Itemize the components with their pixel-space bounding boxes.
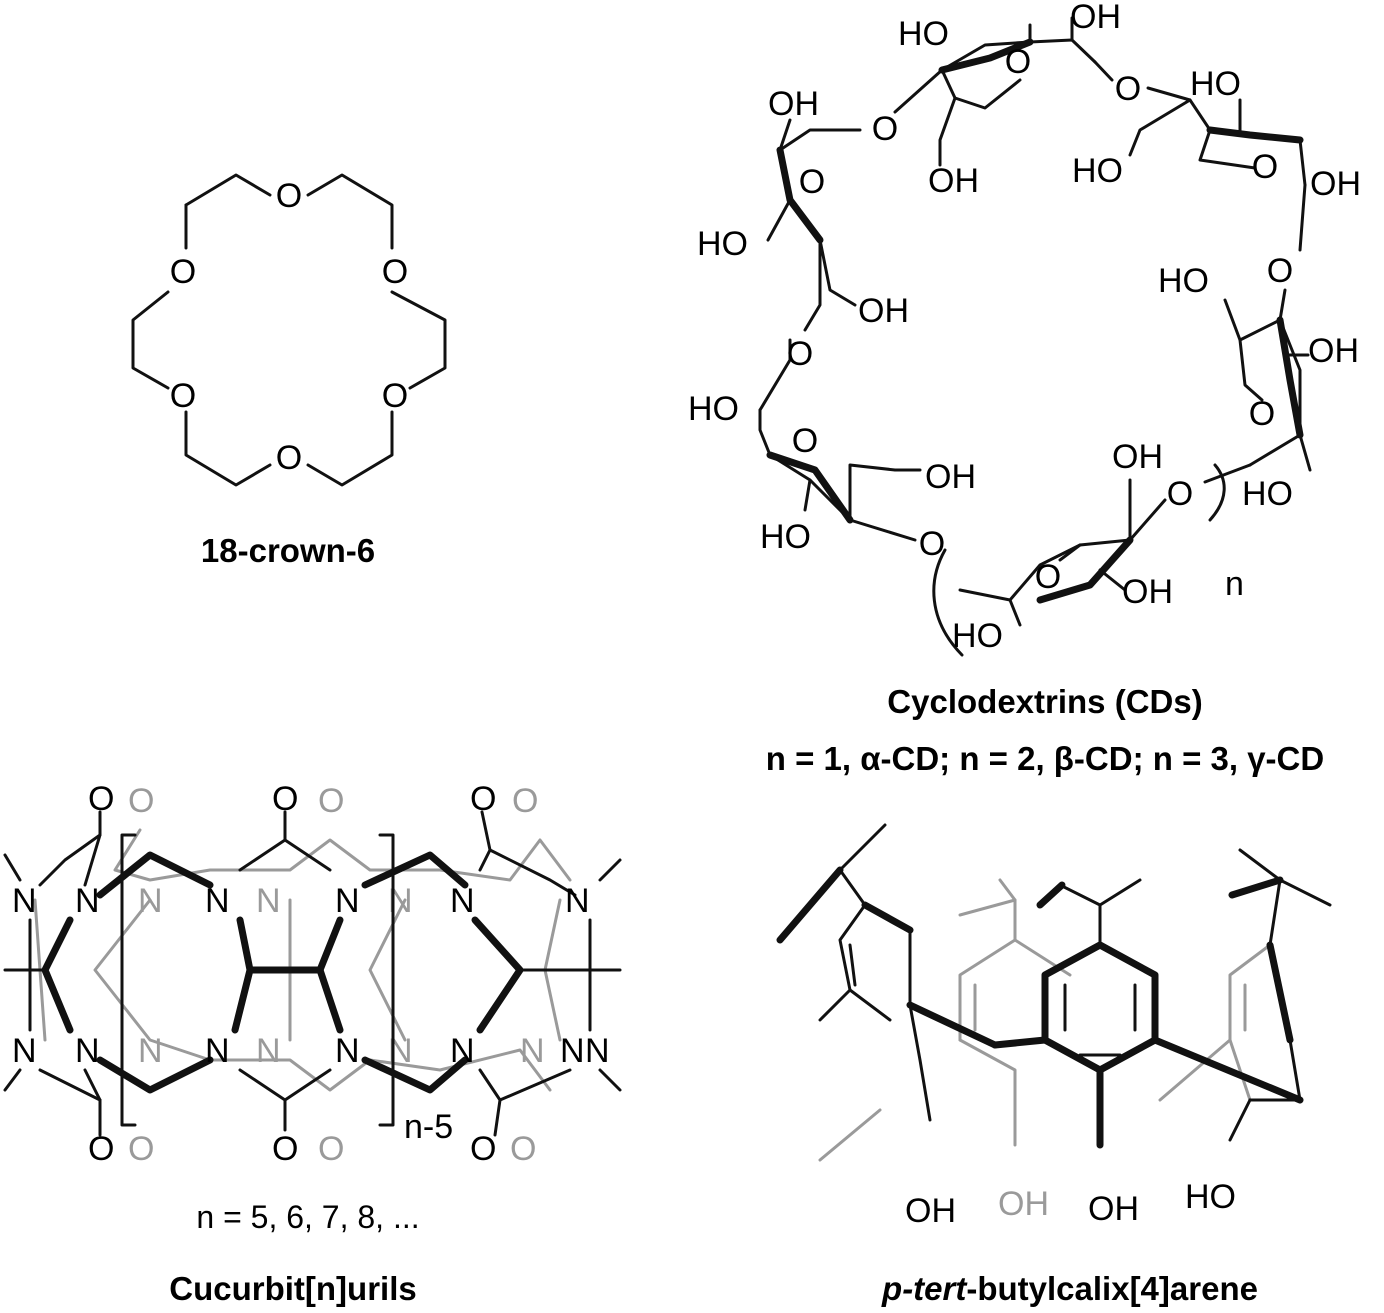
cd-caption: Cyclodextrins (CDs): [887, 683, 1202, 720]
cb-grey-nitrogen-2: N: [256, 882, 281, 920]
cd-link-oxygen-5: O: [787, 335, 813, 373]
cb-grey-oxygen-4: O: [128, 1130, 154, 1168]
cd-link-oxygen-6: O: [872, 110, 898, 148]
cd-hydroxyl-2: OH: [1070, 0, 1121, 36]
cb-nitrogen-4: N: [335, 882, 360, 920]
cb-grey-oxygen-1: O: [128, 782, 154, 820]
crown-oxygen-2: O: [382, 253, 408, 291]
cb-caption: Cucurbit[n]urils: [169, 1270, 416, 1307]
crown-oxygen-4: O: [276, 439, 302, 477]
cb-repeat-label: n-5: [404, 1108, 453, 1146]
cd-hydroxyl-16: HO: [697, 225, 748, 263]
cb-oxygen-5: O: [272, 1130, 298, 1168]
cb-nitrogen-11: N: [450, 1032, 475, 1070]
cd-hydroxyl-7: OH: [1308, 332, 1359, 370]
calix-caption-rest: -butylcalix[4]arene: [966, 1270, 1258, 1307]
cd-variants: n = 1, α-CD; n = 2, β-CD; n = 3, γ-CD: [766, 740, 1324, 777]
cb-grey-nitrogen-7: N: [520, 1032, 545, 1070]
crown-caption: 18-crown-6: [201, 532, 375, 569]
cb-series: n = 5, 6, 7, 8, ...: [196, 1199, 419, 1235]
cd-hydroxyl-14: HO: [688, 390, 739, 428]
cb-grey-nitrogen-4: N: [138, 1032, 163, 1070]
cb-grey-nitrogen-1: N: [138, 882, 163, 920]
calix-hydroxyl-2: OH: [998, 1185, 1049, 1223]
cd-link-oxygen-1: O: [1115, 70, 1141, 108]
calix-hydroxyl-4: HO: [1185, 1178, 1236, 1216]
cd-repeat-n: n: [1225, 565, 1244, 603]
cb-nitrogen-3: N: [205, 882, 230, 920]
calix-caption: p-tert-butylcalix[4]arene: [881, 1270, 1258, 1307]
crown-oxygen-3: O: [382, 377, 408, 415]
cd-hydroxyl-10: OH: [1122, 573, 1173, 611]
cd-hydroxyl-6: HO: [1158, 262, 1209, 300]
cb-nitrogen-12: N: [560, 1032, 585, 1070]
cd-hydroxyl-17: OH: [768, 85, 819, 123]
cd-hydroxyl-4: HO: [1072, 152, 1123, 190]
cd-hydroxyl-11: HO: [952, 617, 1003, 655]
cb-nitrogen-7: N: [12, 1032, 37, 1070]
calix-hydroxyl-3: OH: [1088, 1190, 1139, 1228]
calix-hydroxyl-1: OH: [905, 1192, 956, 1230]
cd-hydroxyl-5: OH: [1310, 165, 1361, 203]
cb-nitrogen-9: N: [205, 1032, 230, 1070]
cb-grey-oxygen-3: O: [512, 782, 538, 820]
cb-oxygen-4: O: [88, 1130, 114, 1168]
cd-link-oxygen-4: O: [919, 525, 945, 563]
cb-nitrogen-13: N: [585, 1032, 610, 1070]
cb-nitrogen-6: N: [565, 882, 590, 920]
cb-grey-nitrogen-5: N: [256, 1032, 281, 1070]
cucurbituril-structure: O O O N N N N N N N O O O: [3, 780, 622, 1168]
cb-nitrogen-8: N: [75, 1032, 100, 1070]
cd-ring-oxygen-2: O: [1252, 148, 1278, 186]
cd-hydroxyl-12: OH: [925, 458, 976, 496]
crown-ether-structure: O O O O O O: [131, 173, 447, 487]
cb-oxygen-3: O: [470, 780, 496, 818]
cb-nitrogen-10: N: [335, 1032, 360, 1070]
crown-oxygen-1: O: [276, 177, 302, 215]
cb-oxygen-1: O: [88, 780, 114, 818]
calixarene-structure: OH OH OH HO: [776, 823, 1332, 1230]
cd-hydroxyl-15: OH: [858, 292, 909, 330]
cd-hydroxyl-1: HO: [898, 15, 949, 53]
crown-oxygen-6: O: [170, 253, 196, 291]
cd-ring-oxygen-1: O: [1005, 43, 1031, 81]
cd-ring-oxygen-4: O: [1035, 558, 1061, 596]
cb-grey-oxygen-5: O: [318, 1130, 344, 1168]
cb-oxygen-2: O: [272, 780, 298, 818]
cb-nitrogen-1: N: [12, 882, 37, 920]
cd-hydroxyl-9: HO: [1242, 475, 1293, 513]
cd-ring-oxygen-5: O: [792, 422, 818, 460]
cb-nitrogen-2: N: [75, 882, 100, 920]
cb-nitrogen-5: N: [450, 882, 475, 920]
cd-ring-oxygen-3: O: [1249, 395, 1275, 433]
cd-hydroxyl-18: OH: [928, 162, 979, 200]
cd-link-oxygen-2: O: [1267, 252, 1293, 290]
cb-grey-oxygen-6: O: [510, 1130, 536, 1168]
calix-caption-italic: p-tert: [881, 1270, 968, 1307]
cb-grey-oxygen-2: O: [318, 782, 344, 820]
cd-ring-oxygen-6: O: [799, 163, 825, 201]
cyclodextrin-structure: HO OH O O HO HO O OH O HO OH O OH O HO O…: [688, 0, 1361, 657]
cd-hydroxyl-8: OH: [1112, 438, 1163, 476]
cb-oxygen-6: O: [470, 1130, 496, 1168]
cd-hydroxyl-3: HO: [1190, 65, 1241, 103]
cd-link-oxygen-3: O: [1167, 475, 1193, 513]
crown-oxygen-5: O: [170, 377, 196, 415]
cd-hydroxyl-13: HO: [760, 518, 811, 556]
